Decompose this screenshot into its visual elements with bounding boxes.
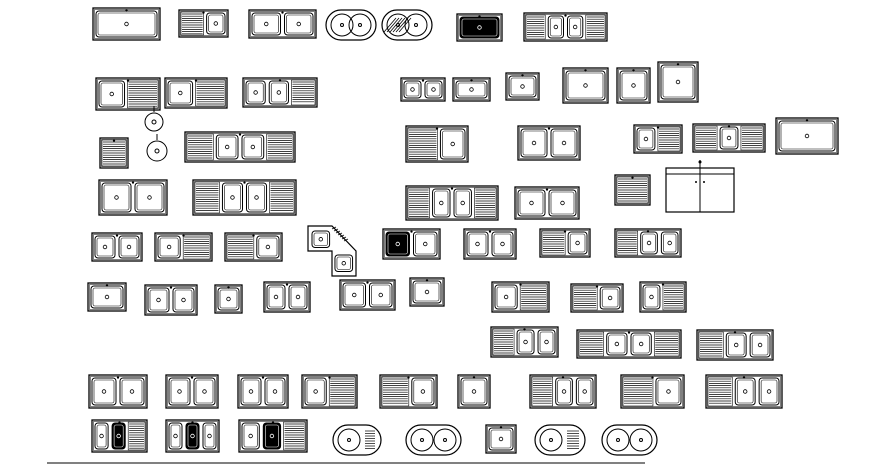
sink-symbol bbox=[154, 232, 213, 262]
sink-symbol bbox=[485, 424, 517, 454]
sink-symbol bbox=[562, 67, 609, 104]
sink-symbol bbox=[409, 277, 445, 307]
sink-symbol bbox=[192, 179, 297, 216]
sink-symbol bbox=[452, 77, 491, 102]
sink-symbol bbox=[639, 281, 687, 313]
sink-symbol bbox=[301, 374, 358, 409]
sink-symbol bbox=[184, 131, 296, 163]
sink-symbol bbox=[601, 424, 658, 456]
sink-symbol bbox=[490, 326, 559, 358]
sink-symbol bbox=[463, 228, 517, 260]
sink-symbol bbox=[775, 117, 839, 155]
sink-symbol bbox=[657, 61, 699, 103]
sink-symbol bbox=[576, 329, 682, 359]
sink-symbol bbox=[178, 9, 229, 38]
sink-symbol bbox=[95, 77, 161, 111]
sink-symbol bbox=[491, 281, 550, 313]
sink-symbol bbox=[248, 9, 317, 39]
sink-symbol bbox=[665, 160, 735, 213]
sink-symbol bbox=[88, 374, 148, 409]
sink-symbol bbox=[620, 374, 685, 409]
sink-symbol bbox=[98, 179, 168, 216]
sink-symbol bbox=[164, 77, 228, 109]
sink-symbol bbox=[307, 225, 357, 277]
sink-symbol bbox=[332, 424, 382, 456]
sink-symbol bbox=[457, 374, 491, 409]
sink-symbol bbox=[237, 374, 289, 409]
sink-symbol bbox=[91, 232, 143, 262]
sink-symbol bbox=[214, 284, 243, 314]
sink-symbol bbox=[379, 374, 438, 409]
sink-symbol bbox=[238, 419, 308, 453]
sink-symbol bbox=[325, 9, 377, 41]
sink-symbol bbox=[534, 424, 586, 456]
sink-symbol bbox=[633, 124, 683, 154]
sink-symbol bbox=[529, 374, 597, 409]
sink-symbol bbox=[165, 419, 220, 453]
sink-symbol bbox=[91, 419, 148, 453]
sink-symbol bbox=[692, 123, 766, 153]
sink-symbol bbox=[263, 281, 311, 313]
sink-symbol bbox=[614, 228, 682, 258]
sink-symbol bbox=[456, 13, 503, 42]
sink-symbol bbox=[514, 186, 580, 220]
sink-symbol bbox=[523, 12, 608, 42]
sink-symbol bbox=[405, 185, 499, 221]
sink-symbol bbox=[224, 232, 283, 262]
sink-symbol bbox=[381, 9, 433, 41]
sink-symbol bbox=[505, 72, 540, 101]
sink-symbol bbox=[539, 228, 591, 258]
sink-symbol bbox=[517, 125, 581, 161]
sink-symbol bbox=[144, 106, 164, 132]
sink-symbol bbox=[405, 424, 462, 456]
sink-symbol bbox=[614, 174, 651, 206]
sink-symbol bbox=[144, 284, 198, 316]
sink-symbol bbox=[400, 77, 446, 102]
sink-symbol bbox=[405, 125, 469, 163]
sink-symbol bbox=[696, 329, 774, 361]
sink-symbol bbox=[616, 67, 651, 104]
sink-symbol bbox=[165, 374, 219, 409]
sink-symbol bbox=[87, 282, 127, 312]
sink-symbol bbox=[92, 7, 161, 41]
sink-symbol bbox=[570, 283, 624, 313]
sink-symbol bbox=[705, 374, 783, 409]
sink-symbol bbox=[382, 228, 441, 260]
sink-symbol bbox=[99, 137, 129, 169]
sink-symbol bbox=[339, 279, 396, 311]
sink-symbol bbox=[146, 134, 168, 162]
sink-symbol bbox=[242, 77, 318, 108]
